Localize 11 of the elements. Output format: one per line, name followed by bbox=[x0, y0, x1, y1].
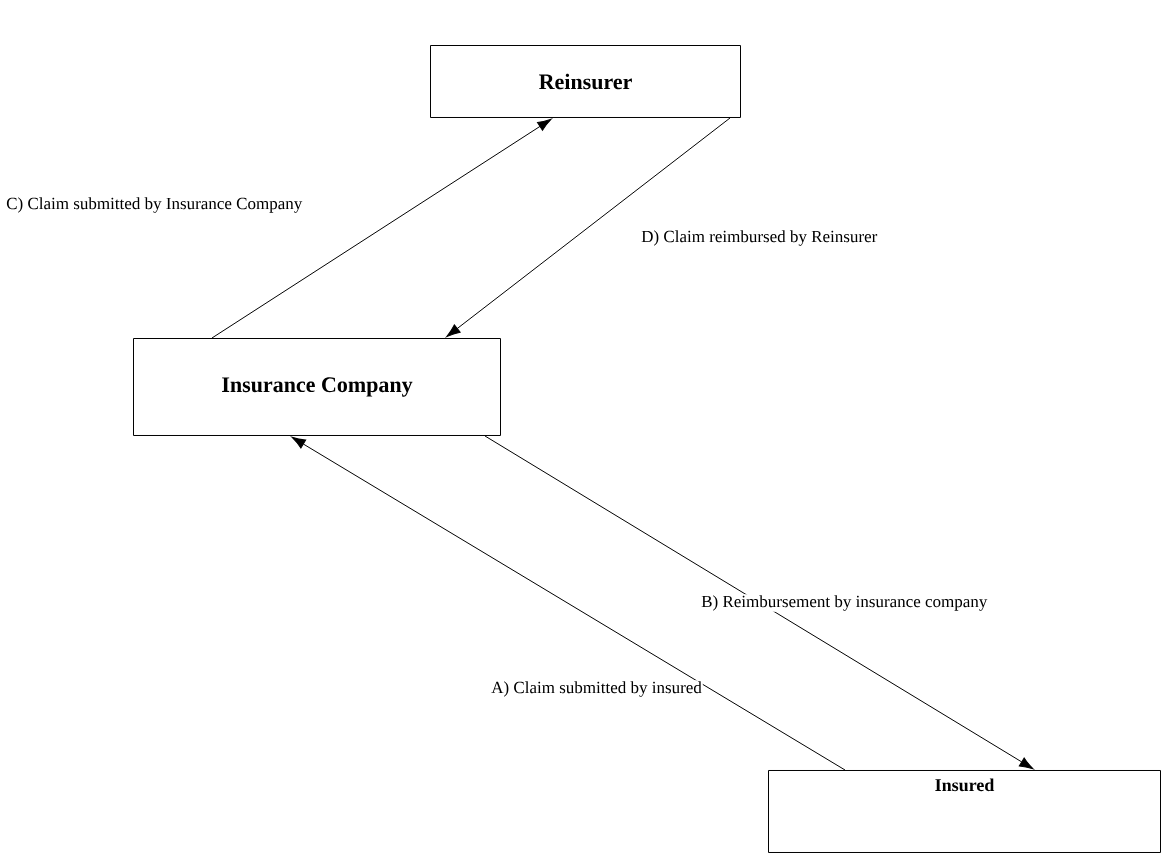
entity-box: Insurance Company bbox=[133, 338, 501, 436]
entity-box: Reinsurer bbox=[430, 45, 741, 118]
edge-label: D) Claim reimbursed by Reinsurer bbox=[640, 229, 879, 247]
entity-box: Insured bbox=[768, 770, 1161, 853]
edge-label: C) Claim submitted by Insurance Company bbox=[5, 196, 304, 214]
arrow bbox=[211, 118, 552, 339]
edge-label: B) Reimbursement by insurance company bbox=[700, 594, 989, 612]
edge-label: A) Claim submitted by insured bbox=[490, 680, 703, 698]
arrow bbox=[291, 436, 846, 771]
arrow bbox=[484, 435, 1034, 770]
arrow bbox=[446, 117, 731, 338]
